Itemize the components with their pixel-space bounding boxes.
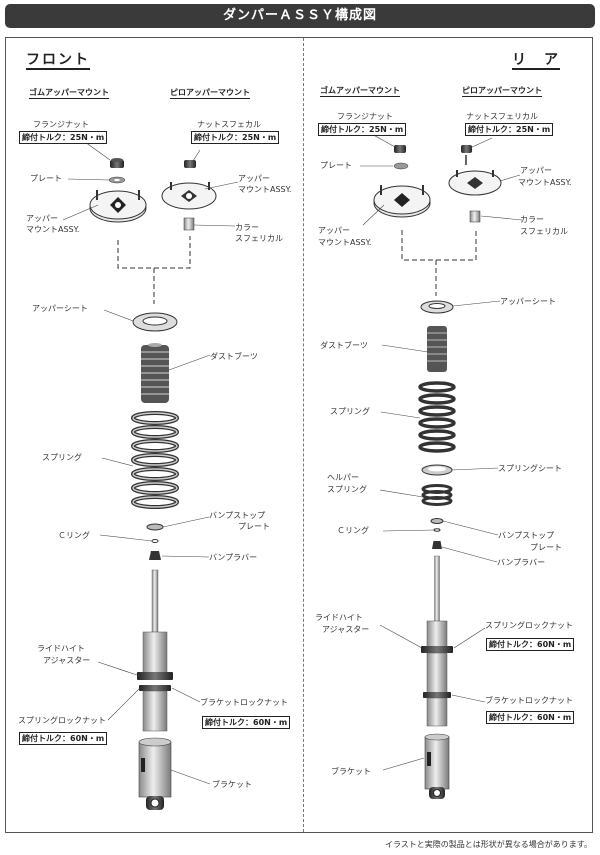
front-nut-spherical-part xyxy=(184,160,196,168)
front-rubber-mount-heading: ゴムアッパーマウント xyxy=(29,88,109,99)
rear-section-title: リ ア xyxy=(512,52,560,70)
rear-spring-label: スプリング xyxy=(330,407,370,416)
front-dust-boot-part xyxy=(141,343,169,403)
front-ride-height-label-2: アジャスター xyxy=(43,656,91,665)
front-collar-label-1: カラー xyxy=(235,223,259,232)
rear-plate-part xyxy=(393,162,409,170)
front-c-ring-label: Ｃリング xyxy=(58,531,90,540)
rear-plate-label: プレート xyxy=(320,161,352,170)
rear-damper-body xyxy=(421,555,453,727)
rear-upper-seat-part xyxy=(420,300,454,314)
front-rubber-upper-mount-label-2: マウントASSY. xyxy=(26,225,80,234)
front-flange-torque-badge: 締付トルク：25N・m xyxy=(19,131,108,144)
front-bracket-label: ブラケット xyxy=(212,780,252,789)
front-flange-nut-part xyxy=(110,158,124,168)
rear-ride-height-label-2: アジャスター xyxy=(322,625,370,634)
rear-pillow-mount-heading: ピロアッパーマウント xyxy=(462,86,542,97)
front-bracket-torque-badge: 締付トルク：60N・m xyxy=(202,716,291,729)
front-nut-spherical-label: ナットスフェカル xyxy=(197,120,261,129)
rear-rubber-upper-mount-label-1: アッパー xyxy=(318,226,350,235)
front-pillow-upper-mount-label-1: アッパー xyxy=(238,174,270,183)
front-bump-rubber-label: バンプラバー xyxy=(209,553,258,562)
rear-bracket-part xyxy=(424,733,450,799)
front-rubber-mount-part xyxy=(89,190,147,223)
front-collar-part xyxy=(183,217,195,231)
front-assembly xyxy=(62,141,239,810)
rear-dust-boot-label: ダストブーツ xyxy=(320,341,368,350)
rear-ride-height-label-1: ライドハイト xyxy=(315,613,363,622)
front-upper-seat-label: アッパーシート xyxy=(32,304,88,313)
rear-rubber-upper-mount-label-2: マウントASSY. xyxy=(318,238,372,247)
rear-pillow-upper-mount-label-1: アッパー xyxy=(520,166,552,175)
rear-bracket-label: ブラケット xyxy=(331,767,371,776)
rear-nut-torque-badge: 締付トルク：25N・m xyxy=(465,123,554,136)
front-plate-label: プレート xyxy=(30,174,62,183)
rear-flange-nut-label: フランジナット xyxy=(337,112,393,121)
rear-flange-torque-badge: 締付トルク：25N・m xyxy=(318,123,407,136)
rear-spring-seat-part xyxy=(421,464,453,476)
rear-helper-spring-label-1: ヘルパー xyxy=(327,473,359,482)
rear-collar-part xyxy=(469,210,481,223)
rear-pillow-mount-part xyxy=(448,170,502,196)
front-c-ring-part xyxy=(151,539,159,543)
rear-pillow-upper-mount-label-2: マウントASSY. xyxy=(518,178,572,187)
front-bump-plate-label-2: プレート xyxy=(238,522,270,531)
rear-bump-plate-label-2: プレート xyxy=(530,543,562,552)
rear-assembly xyxy=(360,132,523,799)
front-spring-torque-badge: 締付トルク：60N・m xyxy=(19,732,108,745)
rear-bracket-lock-nut-label: ブラケットロックナット xyxy=(485,696,573,705)
rear-bump-rubber-part xyxy=(432,541,442,549)
rear-helper-spring-part xyxy=(421,484,453,506)
diagram-title: ダンパーＡＳＳＹ構成図 xyxy=(5,4,595,28)
front-flange-nut-label: フランジナット xyxy=(33,120,89,129)
front-spring-label: スプリング xyxy=(42,453,82,462)
front-pillow-mount-heading: ピロアッパーマウント xyxy=(170,88,250,99)
front-pillow-mount-part xyxy=(161,182,217,210)
rear-c-ring-part xyxy=(433,528,441,532)
rear-bump-plate-part xyxy=(430,518,444,524)
rear-flange-nut-part xyxy=(394,145,406,153)
rear-dust-boot-part xyxy=(427,326,447,372)
rear-rubber-mount-heading: ゴムアッパーマウント xyxy=(320,86,400,97)
front-collar-label-2: スフェリカル xyxy=(235,234,283,243)
rear-rubber-mount-part xyxy=(373,185,431,218)
front-bracket-lock-nut-label: ブラケットロックナット xyxy=(200,698,288,707)
front-ride-height-label-1: ライドハイト xyxy=(37,644,85,653)
rear-bracket-torque-badge: 締付トルク：60N・m xyxy=(486,711,575,724)
front-section-title: フロント xyxy=(26,52,90,70)
front-dust-boot-label: ダストブーツ xyxy=(210,352,258,361)
rear-nut-spherical-part xyxy=(461,145,472,165)
front-nut-torque-badge: 締付トルク：25N・m xyxy=(191,131,280,144)
front-damper-body xyxy=(137,569,173,732)
diagram-frame xyxy=(5,37,593,833)
rear-c-ring-label: Ｃリング xyxy=(337,526,369,535)
rear-helper-spring-label-2: スプリング xyxy=(327,485,367,494)
section-divider xyxy=(303,38,304,832)
rear-spring-seat-label: スプリングシート xyxy=(498,464,562,473)
rear-upper-seat-label: アッパーシート xyxy=(500,297,556,306)
front-bump-plate-label-1: バンプストップ xyxy=(209,511,266,520)
front-bump-rubber-part xyxy=(149,551,161,560)
rear-spring-torque-badge: 締付トルク：60N・m xyxy=(486,638,575,651)
rear-spring-lock-nut-label: スプリングロックナット xyxy=(485,621,573,630)
rear-collar-label-2: スフェリカル xyxy=(520,227,568,236)
front-pillow-upper-mount-label-2: マウントASSY. xyxy=(238,185,292,194)
rear-spring-part xyxy=(418,381,456,453)
front-spring-lock-nut-label: スプリングロックナット xyxy=(18,716,106,725)
front-plate-part xyxy=(108,176,126,184)
rear-bump-rubber-label: バンプラバー xyxy=(497,558,546,567)
disclaimer-note: イラストと実際の製品とは形状が異なる場合があります。 xyxy=(384,840,592,849)
front-bracket-part xyxy=(138,737,172,810)
front-upper-seat-part xyxy=(132,312,178,332)
rear-nut-spherical-label: ナットスフェリカル xyxy=(466,112,538,121)
front-bump-plate-part xyxy=(146,523,164,531)
front-rubber-upper-mount-label-1: アッパー xyxy=(26,214,58,223)
rear-collar-label-1: カラー xyxy=(520,215,544,224)
rear-bump-plate-label-1: バンプストップ xyxy=(498,531,555,540)
